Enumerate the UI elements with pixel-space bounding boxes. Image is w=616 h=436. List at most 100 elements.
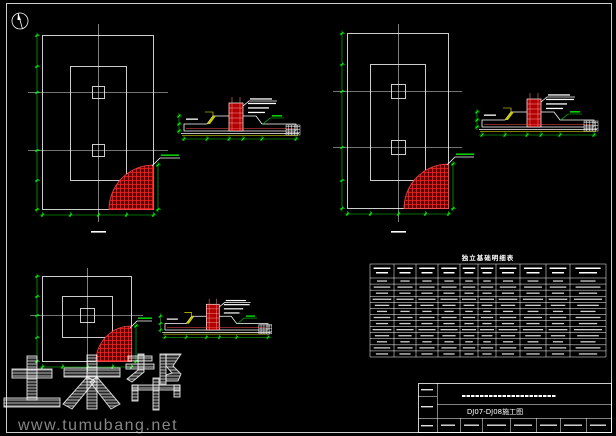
table-cell-text (577, 335, 599, 337)
table-header-text (526, 272, 540, 274)
table-cell-text (578, 292, 598, 294)
schedule-table (369, 263, 607, 358)
table-header-text (499, 267, 517, 269)
table-cell-text (552, 310, 564, 313)
table-cell-text (375, 292, 389, 294)
table-header-text (552, 272, 564, 274)
title-block: DJ07-DJ08施工图 (418, 383, 612, 433)
foundation-plan-2 (333, 24, 474, 233)
table-cell-text (499, 286, 517, 288)
table-cell-text (399, 353, 411, 355)
table-cell-text (481, 304, 493, 306)
table-cell-text (549, 286, 567, 288)
table-cell-text (524, 316, 542, 319)
table-cell-text (551, 292, 565, 294)
column-section (92, 86, 105, 99)
table-cell-text (548, 329, 568, 331)
table-cell-text (479, 298, 495, 300)
table-cell-text (575, 316, 601, 319)
title-block-field-text (464, 424, 479, 426)
rebar-hatch (403, 163, 449, 209)
table-cell-text (464, 322, 474, 325)
column-section (391, 84, 406, 99)
table-header-text (579, 272, 597, 274)
title-block-field-text (441, 424, 455, 426)
table-cell-text (461, 298, 477, 300)
plan-label (91, 231, 106, 233)
table-cell-text (483, 341, 491, 343)
table-cell-text (573, 329, 603, 331)
table-cell-text (373, 316, 391, 319)
table-cell-text (461, 329, 477, 331)
title-block-field-text (514, 424, 532, 426)
table-cell-text (422, 280, 432, 282)
annotation-text (138, 317, 152, 319)
table-cell-text (577, 304, 599, 306)
table-cell-text (483, 280, 491, 282)
watermark: www.tumubang.net (3, 353, 182, 434)
table-header-text (419, 267, 435, 269)
table-cell-text (575, 347, 601, 349)
table-cell-text (481, 335, 493, 337)
table-cell-text (502, 341, 514, 343)
table-cell-text (444, 310, 454, 313)
title-block-field-text (540, 424, 557, 426)
axis-lines (28, 24, 168, 222)
table-cell-text (498, 329, 518, 331)
plan-1-horizontal-dimension (39, 212, 157, 217)
table-cell-text (549, 316, 567, 319)
footing-step-outline (370, 64, 426, 181)
table-cell-text (573, 298, 603, 300)
table-cell-text (441, 316, 457, 319)
table-header-text (443, 272, 455, 274)
table-cell-text (420, 335, 434, 337)
column-section (391, 140, 406, 155)
plan-1-hatch-dimension (156, 162, 161, 213)
table-cell-text (522, 298, 544, 300)
table-cell-text (551, 322, 565, 325)
table-cell-text (524, 347, 542, 349)
plan-1-vertical-dimension (35, 32, 40, 213)
table-cell-text (502, 310, 514, 313)
table-cell-text (465, 310, 473, 313)
table-cell-text (440, 298, 458, 300)
table-cell-text (525, 304, 541, 306)
dimension-lines (340, 30, 474, 233)
drawing-frame (6, 3, 612, 433)
table-cell-text (463, 335, 475, 337)
plan-2-horizontal-dimension (344, 211, 452, 216)
table-header-text (549, 267, 567, 269)
table-cell-text (374, 335, 390, 337)
table-cell-text (464, 292, 474, 294)
table-cell-text (375, 322, 389, 325)
table-header-text (441, 267, 457, 269)
table-cell-text (480, 347, 494, 349)
table-cell-text (480, 286, 494, 288)
table-header-text (502, 272, 514, 274)
table-cell-text (482, 353, 492, 355)
table-cell-text (526, 353, 540, 355)
title-block-field-text (421, 425, 433, 427)
plan-2-vertical-dimension (340, 30, 345, 212)
table-cell-text (501, 322, 515, 325)
table-header-text (462, 267, 476, 269)
table-cell-text (527, 280, 539, 282)
table-cell-text (551, 353, 565, 355)
table-cell-text (578, 353, 598, 355)
table-cell-text (548, 298, 568, 300)
rebar-hatch (95, 325, 132, 362)
table-cell-text (421, 292, 433, 294)
plan-2-hatch-dimension (451, 161, 456, 212)
table-cell-text (419, 286, 435, 288)
table-cell-text (441, 347, 457, 349)
table-cell-text (522, 329, 544, 331)
table-cell-text (578, 322, 598, 325)
table-cell-text (441, 286, 457, 288)
table-cell-text (580, 280, 596, 282)
table-cell-text (501, 292, 515, 294)
table-cell-text (444, 280, 454, 282)
table-cell-text (462, 316, 476, 319)
tumubang-logo (3, 353, 182, 411)
